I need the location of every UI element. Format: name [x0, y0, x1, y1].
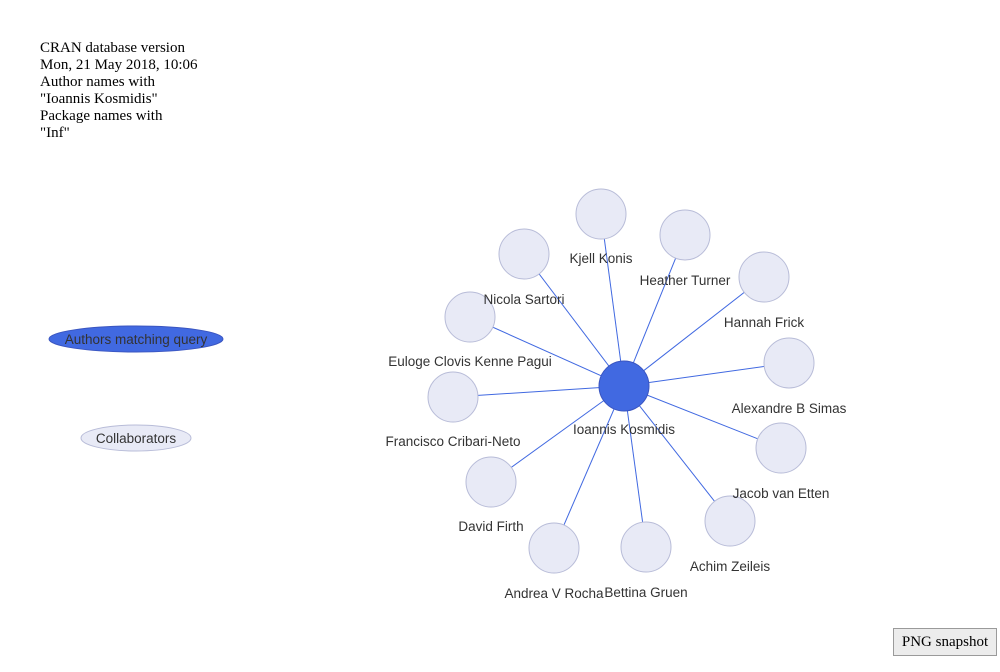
legend-collab-ellipse: [80, 424, 192, 452]
collaborator-label: Kjell Konis: [569, 251, 632, 266]
edge: [623, 234, 686, 387]
edge: [469, 316, 625, 387]
collaborator-node[interactable]: [427, 371, 479, 423]
edge: [623, 385, 731, 522]
query-author-node[interactable]: [598, 360, 650, 412]
collaborator-label: Heather Turner: [640, 273, 731, 288]
collaborator-label: Alexandre B Simas: [732, 401, 847, 416]
collaborator-node[interactable]: [620, 521, 672, 573]
collaborator-label: Jacob van Etten: [733, 486, 830, 501]
collaborator-node[interactable]: [763, 337, 815, 389]
edges: [452, 213, 790, 549]
info-line: Author names with: [40, 74, 155, 90]
info-line: "Inf": [40, 125, 70, 141]
collaborator-node[interactable]: [755, 422, 807, 474]
collaborator-label: Nicola Sartori: [483, 292, 564, 307]
info-line: Mon, 21 May 2018, 10:06: [40, 57, 198, 73]
collaborator-node[interactable]: [704, 495, 756, 547]
edge: [623, 385, 782, 449]
collaborator-label: Hannah Frick: [724, 315, 805, 330]
legend-query-label: Authors matching query: [65, 332, 208, 347]
collaborator-label: Euloge Clovis Kenne Pagui: [388, 354, 552, 369]
png-snapshot-button[interactable]: PNG snapshot: [893, 628, 997, 656]
collaborator-label: Achim Zeileis: [690, 559, 771, 574]
legend-query-ellipse: [48, 325, 224, 353]
collaborator-node[interactable]: [444, 291, 496, 343]
collaborator-node[interactable]: [738, 251, 790, 303]
edge: [452, 385, 625, 398]
edge: [523, 253, 625, 387]
query-author-label: Ioannis Kosmidis: [573, 422, 675, 437]
edge: [623, 385, 647, 548]
edge: [553, 385, 625, 549]
info-line: "Ioannis Kosmidis": [40, 91, 158, 107]
info-line: Package names with: [40, 108, 163, 124]
collaborator-node[interactable]: [659, 209, 711, 261]
collaborator-node[interactable]: [498, 228, 550, 280]
info-line: CRAN database version: [40, 40, 185, 56]
collaborator-label: David Firth: [458, 519, 523, 534]
collaborator-node[interactable]: [528, 522, 580, 574]
legend-collab-label: Collaborators: [96, 431, 177, 446]
collaborator-node[interactable]: [465, 456, 517, 508]
legend: Authors matching query Collaborators: [48, 325, 224, 452]
edge: [490, 385, 625, 483]
collaborator-label: Andrea V Rocha: [504, 586, 604, 601]
query-info: CRAN database version Mon, 21 May 2018, …: [40, 40, 198, 142]
edge: [623, 276, 765, 387]
edge: [623, 362, 790, 387]
collaborator-label: Francisco Cribari-Neto: [385, 434, 520, 449]
collaborator-label: Bettina Gruen: [604, 585, 687, 600]
collaborator-node[interactable]: [575, 188, 627, 240]
edge: [600, 213, 625, 387]
